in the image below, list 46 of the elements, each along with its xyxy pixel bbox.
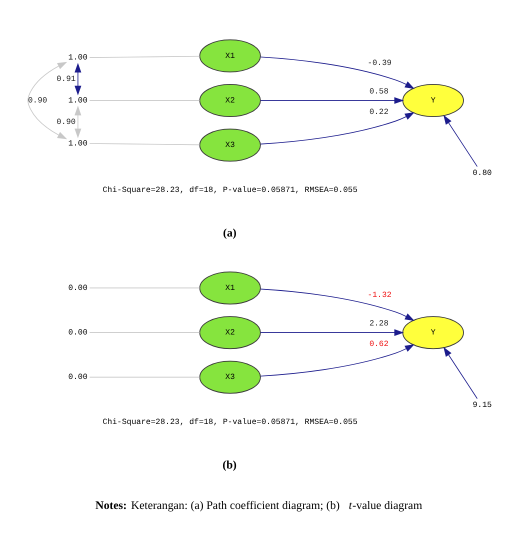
connector	[89, 100, 200, 101]
edge-label: 0.90	[56, 118, 76, 127]
connector	[89, 332, 200, 333]
label: (a)	[222, 226, 236, 240]
edge-label: 2.28	[369, 320, 389, 329]
node-ellipse: X1	[199, 39, 261, 72]
label: Chi-Square=28.23, df=18, P-value=0.05871, RMSEA=0.055	[102, 186, 358, 195]
arrow	[260, 288, 415, 321]
caption: Notes: Keterangan: (a) Path coefficient diagram; (b) t-value diagram	[95, 498, 422, 512]
node-ellipse: X2	[199, 316, 261, 350]
arrow	[260, 56, 415, 89]
node-ellipse: X2	[199, 84, 261, 118]
label: Chi-Square=28.23, df=18, P-value=0.05871, RMSEA=0.055	[102, 418, 358, 427]
edge-label: 0.62	[369, 340, 389, 350]
edge-label: 0.91	[56, 75, 76, 84]
node-text: 0.80	[472, 168, 492, 178]
arrow	[260, 112, 415, 144]
arrow	[260, 344, 415, 377]
node-text: 1.00	[68, 139, 88, 148]
arrow	[260, 97, 404, 104]
node-text: 0.00	[68, 284, 88, 293]
edge-label: -1.32	[368, 291, 392, 300]
label: (b)	[222, 458, 237, 472]
edge-label: -0.39	[368, 59, 392, 68]
arrow	[74, 106, 82, 138]
node-text: 0.00	[68, 328, 88, 338]
connector	[89, 143, 200, 146]
node-ellipse: X1	[199, 271, 261, 304]
arrow	[443, 114, 478, 167]
arrow	[443, 346, 478, 399]
node-ellipse: X3	[199, 360, 261, 394]
edge-label: 0.90	[28, 96, 48, 106]
edge-label: 0.22	[369, 108, 389, 118]
node-ellipse: Y	[402, 316, 464, 350]
connector	[89, 376, 200, 378]
node-text: 1.00	[68, 96, 88, 106]
node-text: 9.15	[472, 400, 492, 410]
arrow	[74, 62, 82, 96]
node-ellipse: X3	[199, 128, 261, 162]
node-ellipse: Y	[402, 84, 464, 118]
node-text: 0.00	[68, 373, 88, 382]
edge-label: 0.58	[369, 88, 389, 97]
node-text: 1.00	[68, 54, 88, 63]
arrow	[260, 329, 404, 336]
connector	[89, 56, 200, 58]
arrow	[28, 62, 68, 140]
